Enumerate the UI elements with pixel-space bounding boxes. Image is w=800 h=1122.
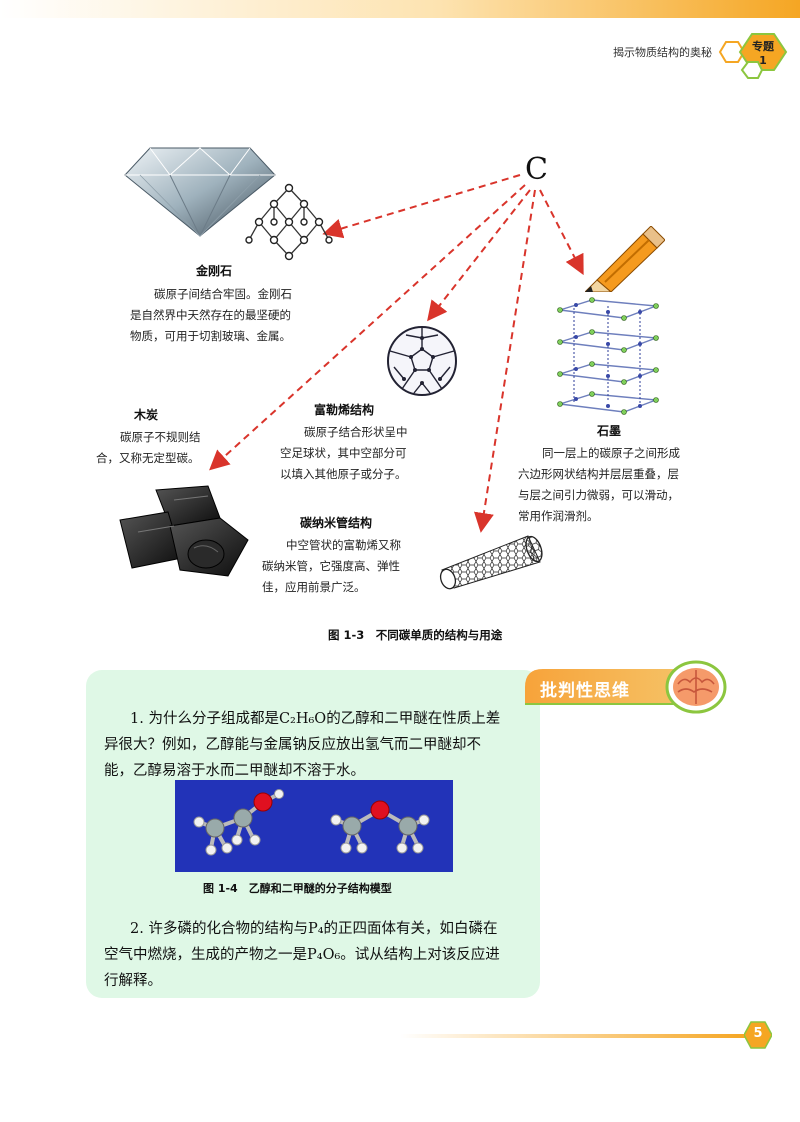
question-1-continuation: 异很大？例如，乙醇能与金属钠反应放出氢气而二甲醚却不 能，乙醇易溶于水而二甲醚却… xyxy=(104,737,481,779)
arrow-to-nanotube xyxy=(473,189,536,533)
critical-thinking-label: 批判性思维 xyxy=(540,681,630,701)
graphite-title: 石墨 xyxy=(597,424,622,438)
arrow-to-fullerene xyxy=(427,189,531,322)
critical-thinking-banner xyxy=(525,669,685,705)
question-2-continuation: 空气中燃烧，生成的产物之一是P₄O₆。试从结构上对该反应进 行解释。 xyxy=(104,947,500,989)
pencil-image xyxy=(585,226,665,292)
question-2: 2. 许多磷的化合物的结构与P₄的正四面体有关，如白磷在 xyxy=(130,921,498,937)
charcoal-description: 碳原子不规则结 合，又称无定型碳。 xyxy=(96,430,201,465)
arrow-to-charcoal xyxy=(209,184,526,471)
figure-caption: 图 1-3 不同碳单质的结构与用途 xyxy=(328,628,503,642)
brain-icon xyxy=(665,660,727,714)
chapter-title: 揭示物质结构的奥秘 xyxy=(613,46,712,59)
molecule-figure-caption: 图 1-4 乙醇和二甲醚的分子结构模型 xyxy=(203,882,392,895)
badge-label: 专题 xyxy=(752,39,775,53)
header-gradient-bar xyxy=(0,0,800,18)
question-1: 1. 为什么分子组成都是C₂H₆O的乙醇和二甲醚在性质上差 xyxy=(130,711,501,727)
fullerene-title: 富勒烯结构 xyxy=(314,403,375,417)
chapter-badge: 专题 1 xyxy=(718,33,788,79)
diamond-title: 金刚石 xyxy=(196,264,233,278)
diamond-description: 碳原子间结合牢固。金刚石 是自然界中天然存在的最坚硬的 物质，可用于切割玻璃、金… xyxy=(130,287,292,343)
charcoal-title: 木炭 xyxy=(134,408,159,422)
badge-number: 1 xyxy=(759,54,767,67)
footer-gradient-line xyxy=(400,1034,746,1038)
page-number-badge xyxy=(744,1021,772,1049)
hexagon-icon xyxy=(740,61,764,79)
nanotube-title: 碳纳米管结构 xyxy=(300,516,373,530)
nanotube-model xyxy=(439,535,543,590)
diamond-gem-image xyxy=(124,147,276,238)
fullerene-description: 碳原子结合形状呈中 空足球状，其中空部分可 以填入其他原子或分子。 xyxy=(280,425,408,481)
diamond-lattice-model xyxy=(245,183,333,261)
graphite-description: 同一层上的碳原子之间形成 六边形网状结构并层层重叠，层 与层之间引力微弱，可以滑… xyxy=(518,446,680,523)
dimethyl-ether-model xyxy=(330,800,430,854)
carbon-symbol: C xyxy=(525,152,548,187)
page-number: 5 xyxy=(753,1026,763,1041)
charcoal-image xyxy=(119,485,249,577)
arrow-to-diamond xyxy=(322,174,521,239)
ethanol-model xyxy=(193,789,284,856)
fullerene-model xyxy=(387,326,457,396)
arrow-to-graphite xyxy=(539,189,584,276)
nanotube-description: 中空管状的富勒烯又称 碳纳米管，它强度高、弹性 佳，应用前景广泛。 xyxy=(262,538,401,594)
graphite-layer-model xyxy=(557,297,659,415)
reaction-arrows xyxy=(209,174,584,533)
